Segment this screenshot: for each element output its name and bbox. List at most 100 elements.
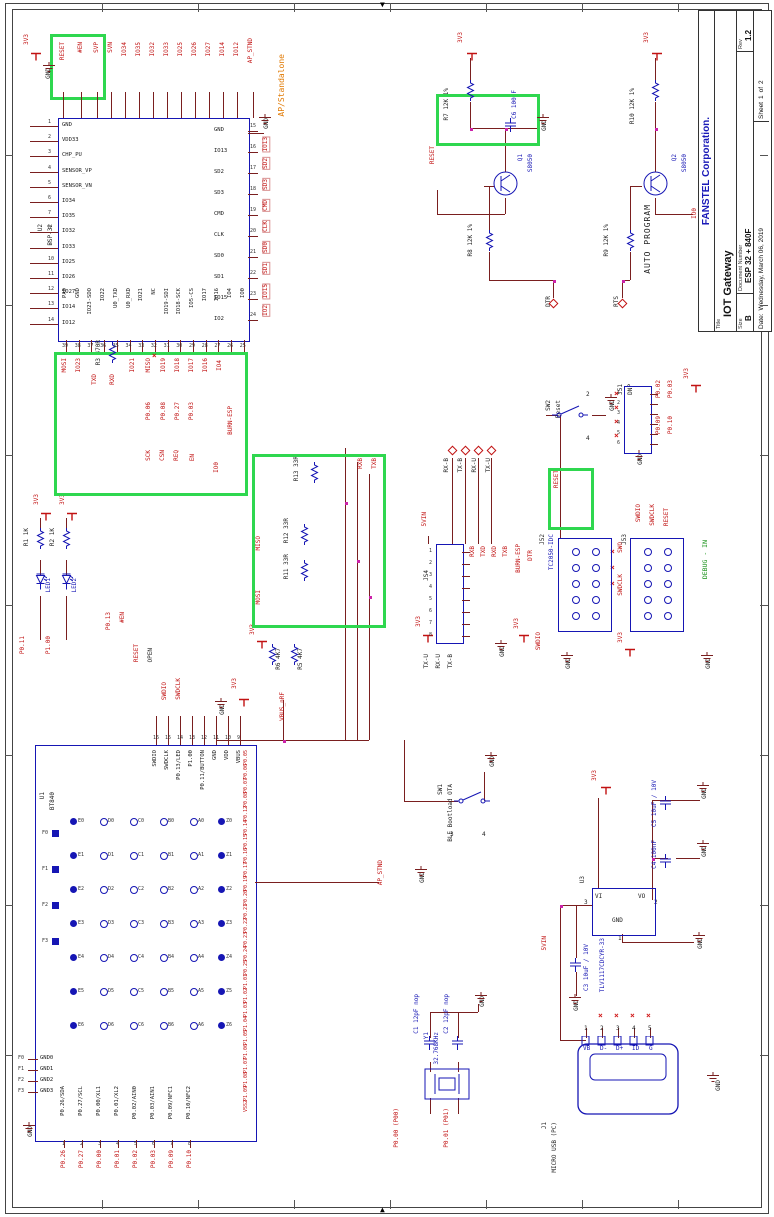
net-label: RX-U xyxy=(471,458,478,473)
wire xyxy=(248,320,258,321)
no-connect-icon: × xyxy=(610,579,615,588)
esp32-pin-number: 4 xyxy=(48,164,52,171)
border-tick xyxy=(582,1200,583,1209)
wire xyxy=(30,126,58,127)
testpoint-label: A5 xyxy=(198,988,205,994)
wire xyxy=(223,92,224,118)
usb-icon xyxy=(576,1035,680,1118)
bt840-pin-name: VBUS xyxy=(236,750,242,764)
bt840-pad-label: P0.12 xyxy=(243,806,249,822)
bt840-pad-label: P0.21 xyxy=(243,904,249,920)
wire xyxy=(462,612,470,613)
junction-icon xyxy=(560,905,563,908)
connector-pin-number: 6 xyxy=(429,608,433,614)
net-label: P0.09 xyxy=(655,416,662,435)
wire xyxy=(248,236,258,237)
wire xyxy=(491,458,492,544)
dia-icon xyxy=(486,445,497,456)
net-label: 5 xyxy=(648,1025,652,1032)
net-label: J53 xyxy=(621,534,628,545)
wire xyxy=(655,198,656,214)
no-connect-icon: × xyxy=(614,403,619,412)
wire xyxy=(156,716,157,745)
esp32-pin-number: 1 xyxy=(48,119,52,125)
wire xyxy=(650,1028,651,1038)
wire xyxy=(630,186,642,187)
net-label: SWDCLK xyxy=(175,678,182,700)
wire xyxy=(650,424,658,425)
esp32-pin-number: 27 xyxy=(214,343,221,349)
esp32-pin-name: IO12 xyxy=(62,319,76,326)
net-label: 3V3 xyxy=(513,618,520,629)
gnd-icon xyxy=(484,752,498,763)
net-label: VBUS_nRF xyxy=(279,692,286,721)
esp32-pin-name: SD1 xyxy=(214,274,224,280)
cap-icon xyxy=(660,796,671,810)
net-label: S8050 xyxy=(681,154,688,173)
testpoint-filled-icon xyxy=(70,954,77,961)
net-label: P0.02 xyxy=(655,380,662,399)
connector-pin-number: 2 xyxy=(617,400,621,406)
testpoint-label: C5 xyxy=(138,988,145,994)
connector-pin-icon xyxy=(644,580,652,588)
esp32-net-label: IO32 xyxy=(149,42,156,57)
testpoint-filled-icon xyxy=(218,818,225,825)
wire xyxy=(576,905,577,958)
net-label: TX-B xyxy=(447,654,454,669)
no-connect-icon: × xyxy=(610,563,615,572)
net-label: C1 12pF nop xyxy=(413,994,420,1034)
wire xyxy=(66,596,67,640)
res-icon xyxy=(290,644,299,668)
esp32-pin-number: 38 xyxy=(74,343,81,349)
connector-pin-number: 5 xyxy=(617,430,621,436)
testpoint-label: C0 xyxy=(138,818,145,824)
wire xyxy=(167,92,168,118)
bt840-part: BT840 xyxy=(49,792,56,811)
bt840-pin-number: 6 xyxy=(152,1141,156,1147)
net-label: MICRO USB (PC) xyxy=(551,1122,558,1173)
esp32-net-label: IO13 xyxy=(262,136,271,153)
bt840-pad-label: P0.17 xyxy=(243,862,249,878)
wire xyxy=(462,564,470,565)
bt840-pin-name: P0.09/NFC1 xyxy=(168,1086,174,1120)
res-icon xyxy=(268,644,277,668)
bt840-net-label: P0.02 xyxy=(132,1150,139,1169)
junction-icon xyxy=(622,280,625,283)
wire xyxy=(430,1012,431,1038)
bt840-pin-number: 5 xyxy=(134,1141,138,1147)
testpoint-open-icon xyxy=(190,886,198,894)
cap-icon xyxy=(660,854,671,868)
title-block-date-row: Date: Wednesday, March 06, 2019 Sheet 1 … xyxy=(754,11,769,331)
pwr-icon xyxy=(600,786,612,795)
esp32-net-label: IO27 xyxy=(205,42,212,57)
wire xyxy=(181,92,182,118)
wire xyxy=(283,700,284,740)
esp32-pin-name: IO34 xyxy=(62,198,76,204)
testpoint-filled-icon xyxy=(218,920,225,927)
testpoint-open-icon xyxy=(160,1022,168,1030)
bt840-pad-label: VSS2 xyxy=(243,1100,249,1113)
net-label: RXB xyxy=(469,546,476,557)
testpoint-label: Z4 xyxy=(226,954,233,960)
net-label: TLV1117CDCYR-33 xyxy=(599,938,606,993)
net-label: AP_STND xyxy=(377,860,384,886)
gnd-icon xyxy=(536,114,550,125)
bt840-pin-name: P1.00 xyxy=(188,750,194,767)
wire xyxy=(204,716,205,745)
net-label: DTR xyxy=(527,550,534,561)
net-label: 5VIN xyxy=(541,936,548,951)
date-cell: Date: Wednesday, March 06, 2019 xyxy=(758,122,765,331)
pwr-icon xyxy=(624,648,636,657)
net-label: 3V3 xyxy=(415,616,422,627)
wire xyxy=(602,1028,603,1038)
sw-icon xyxy=(552,402,588,422)
esp32-net-label: CMD xyxy=(262,199,271,212)
testpoint-label: D0 xyxy=(108,818,115,824)
gnd-icon xyxy=(700,652,714,663)
wire xyxy=(167,340,169,352)
bt840-pin-number: 13 xyxy=(189,735,196,741)
border-tick xyxy=(760,905,768,906)
wire xyxy=(430,1098,431,1114)
esp32-pin-name: IO32 xyxy=(62,228,76,235)
connector-pin-icon xyxy=(644,612,652,620)
